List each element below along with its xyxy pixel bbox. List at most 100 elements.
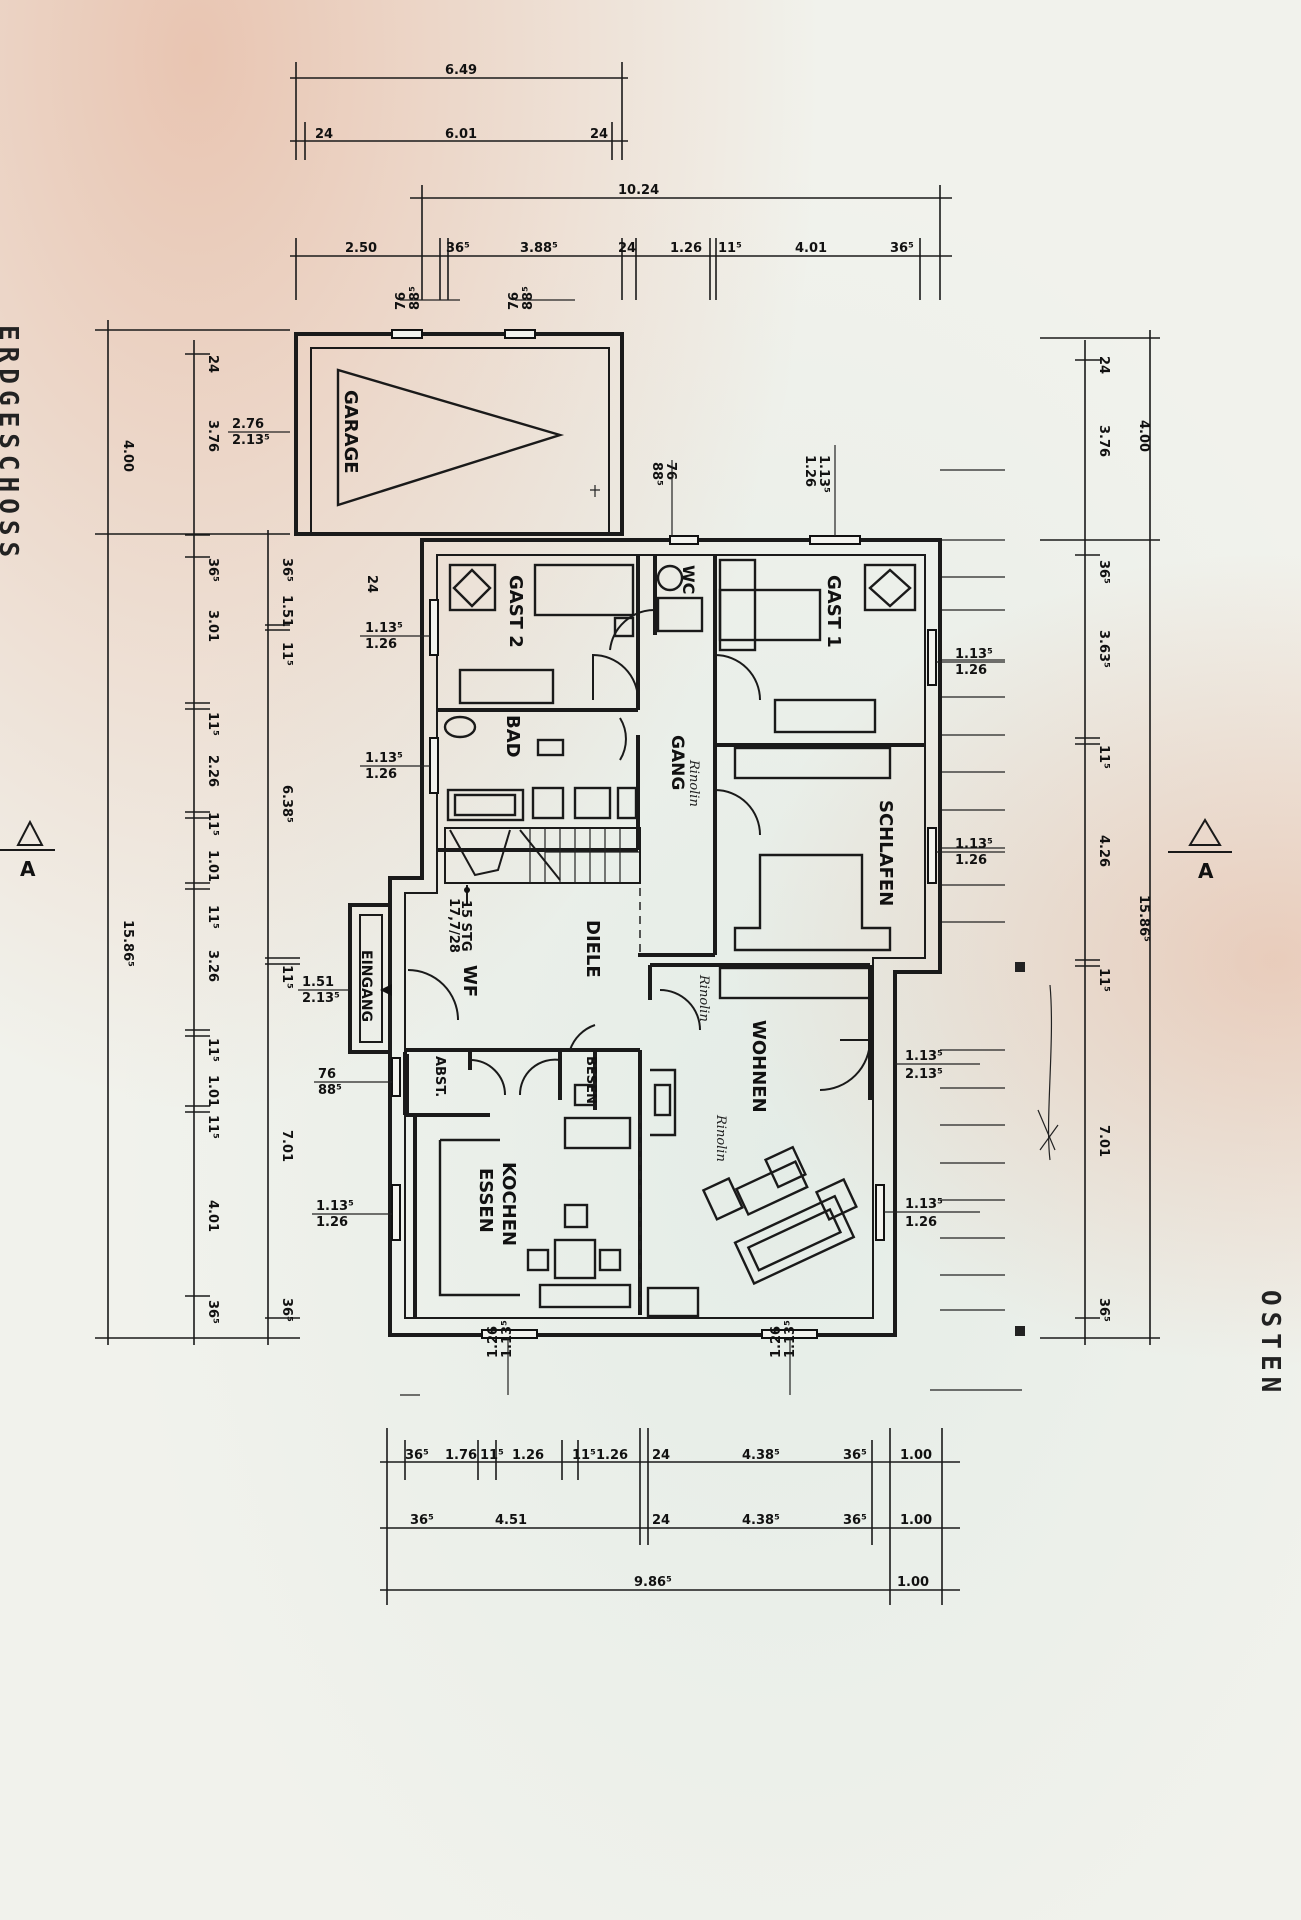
dim-right-chain-8: 36⁵: [1096, 1298, 1111, 1322]
handwritten-note-3: Rinolin: [713, 1114, 728, 1162]
dim-left-chain2-1: 1.51: [279, 595, 294, 627]
handwritten-note-1: Rinolin: [686, 759, 701, 807]
wc-window-h: 88⁵: [649, 462, 664, 486]
dim-left-chain-3: 3.01: [205, 610, 220, 642]
dim-left-chain-8: 11⁵: [205, 905, 220, 929]
room-label-kochen: KOCHEN: [498, 1162, 519, 1246]
room-label-gast2: GAST 2: [505, 575, 526, 648]
dim-left-chain-0: 24: [205, 355, 220, 373]
dim-left-chain-14: 36⁵: [205, 1300, 220, 1324]
room-label-essen: ESSEN: [475, 1168, 496, 1233]
dim-left-chain-13: 4.01: [205, 1200, 220, 1232]
room-label-eingang: EINGANG: [358, 950, 374, 1022]
bad-window-w: 1.13⁵: [365, 751, 403, 766]
dim-bottom1-0: 36⁵: [405, 1448, 429, 1463]
left-dimensions: 4.00 15.86⁵ 24 3.76 36⁵ 3.01 11⁵ 2.26 11…: [95, 320, 300, 1345]
dim-bottom1-7: 4.38⁵: [742, 1448, 780, 1463]
schlafen-window-w: 1.13⁵: [955, 837, 993, 852]
dim-garage-win-a1: 76: [394, 292, 409, 310]
dim-top1-overall: 6.49: [445, 63, 477, 78]
dim-left-chain-10: 11⁵: [205, 1038, 220, 1062]
top-dimensions: 6.49 24 6.01 24 10.24 2.50 36⁵ 3.88⁵ 24 …: [290, 62, 952, 310]
dim-left-chain-2: 36⁵: [205, 558, 220, 582]
right-dimensions: 4.00 15.86⁵ 24 3.76 36⁵ 3.63⁵ 11⁵ 4.26 1…: [940, 330, 1160, 1345]
garage-door-w: 2.76: [232, 417, 264, 432]
dim-bottom2-3: 4.38⁵: [742, 1513, 780, 1528]
schlafen-window-h: 1.26: [955, 853, 987, 868]
dim-bottom1-8: 36⁵: [843, 1448, 867, 1463]
dim-bottom2-1: 4.51: [495, 1513, 527, 1528]
room-label-besen: BESEN: [583, 1056, 598, 1104]
room-label-gang: GANG: [667, 735, 687, 790]
dim-right-chain-1: 3.76: [1096, 425, 1111, 457]
stairs-rise-run: 17,7/28: [446, 898, 461, 953]
dim-bottom2-2: 24: [652, 1513, 670, 1528]
dim-bottom3-extra: 1.00: [897, 1575, 929, 1590]
dim-right-total: 15.86⁵: [1136, 895, 1151, 942]
dim-left-chain-4: 11⁵: [205, 712, 220, 736]
building-walls: [294, 332, 942, 1337]
room-label-diele: DIELE: [582, 920, 603, 978]
eingang-door-w: 1.51: [302, 975, 334, 990]
dim-left-chain-11: 1.01: [205, 1075, 220, 1107]
dim-top3-h: 36⁵: [890, 241, 914, 256]
sheet-marks: ERDGESCHOSS OSTEN A A: [0, 325, 1285, 1398]
furniture: [336, 368, 917, 1318]
room-label-wohnen: WOHNEN: [748, 1020, 769, 1113]
dim-right-outer: 4.00: [1136, 420, 1151, 452]
dim-top1-right: 24: [590, 127, 608, 142]
room-label-abst: ABST.: [432, 1056, 447, 1097]
gast1-top-window-w: 1.13⁵: [816, 455, 831, 493]
dim-bottom1-4: 11⁵: [572, 1448, 596, 1463]
dim-bottom2-4: 36⁵: [843, 1513, 867, 1528]
room-label-bad: BAD: [502, 715, 523, 758]
dim-left-chain2-5: 7.01: [279, 1130, 294, 1162]
gast2-window-h: 1.26: [365, 637, 397, 652]
gast2-inner-dim: 24: [364, 575, 379, 593]
room-label-garage: GARAGE: [340, 390, 361, 474]
dim-right-chain-4: 11⁵: [1096, 745, 1111, 769]
dim-left-chain2-0: 36⁵: [279, 558, 294, 582]
kochen-window-h: 1.26: [316, 1215, 348, 1230]
dim-garage-win-b2: 88⁵: [521, 286, 536, 310]
dim-bottom1-1: 1.76: [445, 1448, 477, 1463]
gast1-window-w: 1.13⁵: [955, 647, 993, 662]
dim-right-chain-2: 36⁵: [1096, 560, 1111, 584]
dim-left-chain-6: 11⁵: [205, 812, 220, 836]
orientation-label: OSTEN: [1255, 1290, 1285, 1398]
eingang-door-h: 2.13⁵: [302, 991, 340, 1006]
dim-left-chain-7: 1.01: [205, 850, 220, 882]
wohnen-door-h: 2.13⁵: [905, 1067, 943, 1082]
dim-left-chain2-4: 11⁵: [279, 965, 294, 989]
bottom-window2-h: 1.26: [769, 1326, 784, 1358]
wohnen-window-h: 1.26: [905, 1215, 937, 1230]
room-label-wc: WC: [679, 565, 698, 594]
doors: [380, 608, 871, 1096]
kochen-window-w: 1.13⁵: [316, 1199, 354, 1214]
dim-top1-left: 24: [315, 127, 333, 142]
dim-bottom1-5: 1.26: [596, 1448, 628, 1463]
abst-window-h: 88⁵: [318, 1083, 342, 1098]
room-label-wf: WF: [459, 965, 480, 997]
handwritten-note-2: Rinolin: [696, 974, 711, 1022]
dim-left-chain2-3: 6.38⁵: [279, 785, 294, 823]
gast2-window-w: 1.13⁵: [365, 621, 403, 636]
bad-window-h: 1.26: [365, 767, 397, 782]
opening-callouts: 2.76 2.13⁵ 1.13⁵ 1.26 1.13⁵ 1.26 1.51 2.…: [228, 417, 1005, 1395]
dim-bottom2-0: 36⁵: [410, 1513, 434, 1528]
floor-title: ERDGESCHOSS: [0, 325, 23, 563]
dim-left-chain-12: 11⁵: [205, 1115, 220, 1139]
dim-bottom3-overall: 9.86⁵: [634, 1575, 672, 1590]
room-label-gast1: GAST 1: [823, 575, 844, 648]
dim-left-chain-1: 3.76: [205, 420, 220, 452]
room-label-schlafen: SCHLAFEN: [875, 800, 896, 906]
bottom-dimensions: 36⁵ 1.76 11⁵ 1.26 11⁵ 1.26 24 4.38⁵ 36⁵ …: [380, 1389, 1022, 1605]
dim-top3-g: 4.01: [795, 241, 827, 256]
dim-bottom1-3: 1.26: [512, 1448, 544, 1463]
dim-bottom1-2: 11⁵: [480, 1448, 504, 1463]
bottom-window1-h: 1.26: [486, 1326, 501, 1358]
wohnen-door-w: 1.13⁵: [905, 1049, 943, 1064]
dim-left-outer: 4.00: [120, 440, 135, 472]
dim-bottom1-6: 24: [652, 1448, 670, 1463]
